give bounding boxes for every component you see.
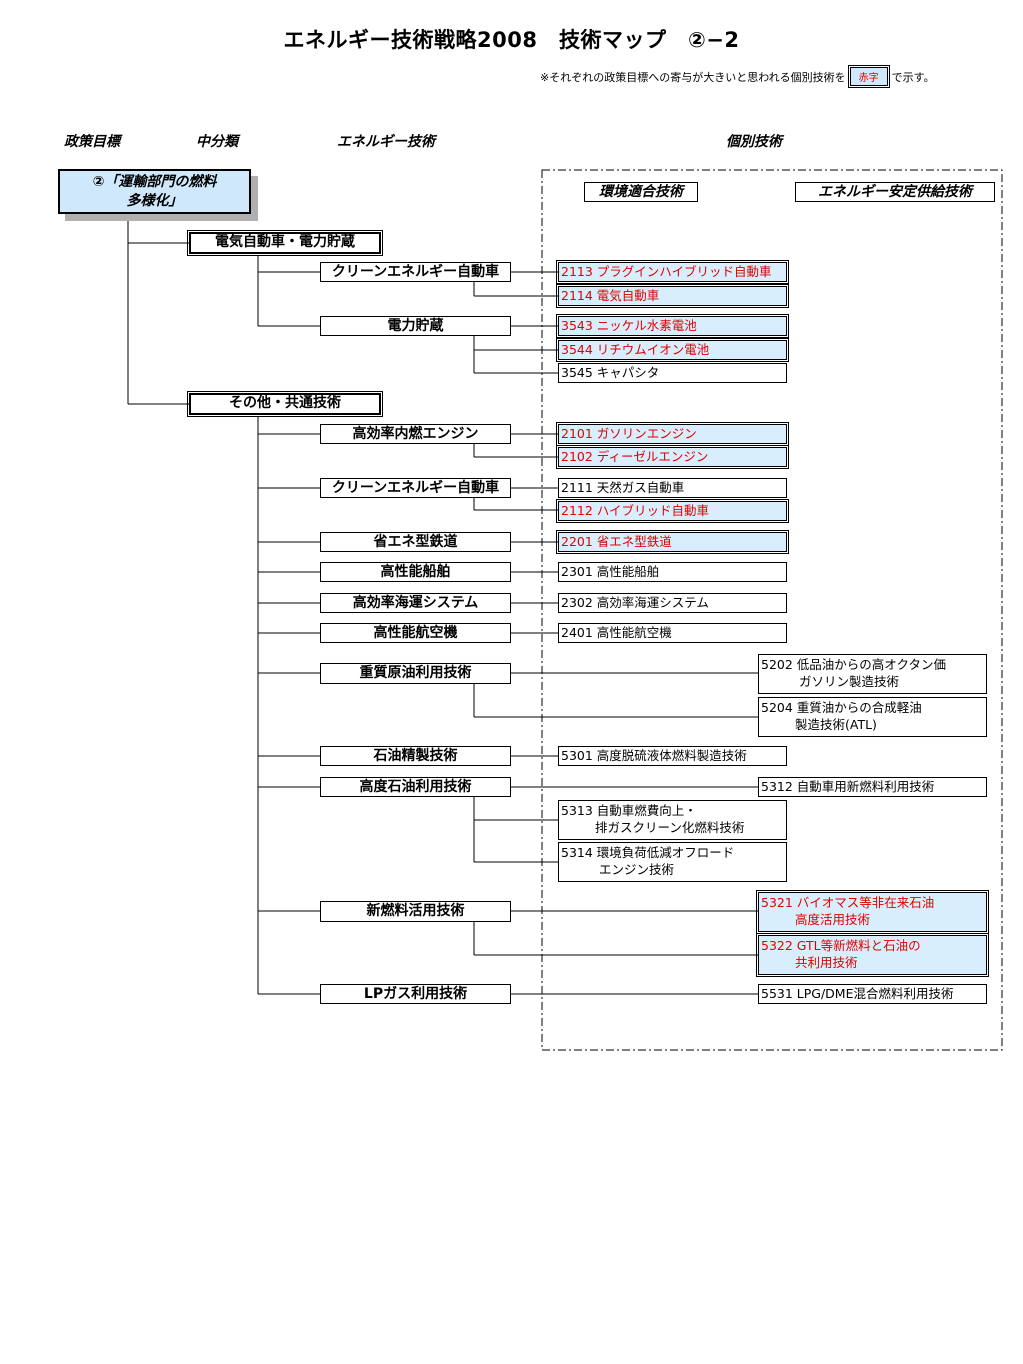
individual-5202-line2: ガソリン製造技術	[799, 674, 900, 689]
energy-tech-lpg: LPガス利用技術	[320, 984, 511, 1004]
policy-goal-line2: 多様化」	[126, 193, 183, 209]
individual-5321-line2: 高度活用技術	[795, 912, 871, 927]
individual-2302: 2302 高効率海運システム	[558, 593, 787, 613]
energy-tech-ship: 高性能船舶	[320, 562, 511, 582]
energy-tech-advanced-oil: 高度石油利用技術	[320, 777, 511, 797]
individual-2101: 2101 ガソリンエンジン	[556, 422, 789, 446]
energy-tech-ice-engine: 高効率内燃エンジン	[320, 424, 511, 444]
middle-category-other-common: その他・共通技術	[187, 391, 383, 417]
policy-goal-line1: ②「運輸部門の燃料	[92, 174, 217, 190]
column-header-middle: 中分類	[196, 134, 238, 150]
individual-5314-line1: 5314 環境負荷低減オフロード	[561, 845, 735, 860]
individual-5202: 5202 低品油からの高オクタン価 ガソリン製造技術	[758, 654, 987, 694]
individual-5322-line2: 共利用技術	[795, 955, 858, 970]
individual-3543: 3543 ニッケル水素電池	[556, 314, 789, 338]
individual-2102: 2102 ディーゼルエンジン	[556, 445, 789, 469]
middle-category-ev-storage: 電気自動車・電力貯蔵	[187, 230, 383, 256]
column-header-energy: エネルギー技術	[337, 134, 435, 150]
column-header-individual: 個別技術	[726, 134, 782, 150]
individual-2113: 2113 プラグインハイブリッド自動車	[556, 260, 789, 284]
energy-tech-new-fuel: 新燃料活用技術	[320, 901, 511, 922]
category-environment: 環境適合技術	[584, 182, 698, 202]
individual-2112: 2112 ハイブリッド自動車	[556, 499, 789, 523]
individual-5313-line2: 排ガスクリーン化燃料技術	[595, 820, 745, 835]
individual-3544: 3544 リチウムイオン電池	[556, 338, 789, 362]
legend-note-prefix: ※それぞれの政策目標への寄与が大きいと思われる個別技術を	[540, 71, 846, 84]
energy-tech-clean-vehicle-1: クリーンエネルギー自動車	[320, 262, 511, 282]
energy-tech-heavy-crude: 重質原油利用技術	[320, 663, 511, 684]
individual-5322: 5322 GTL等新燃料と石油の 共利用技術	[756, 933, 989, 977]
individual-5204: 5204 重質油からの合成軽油 製造技術(ATL)	[758, 697, 987, 737]
individual-5301: 5301 高度脱硫液体燃料製造技術	[558, 746, 787, 766]
individual-2401: 2401 高性能航空機	[558, 623, 787, 643]
legend-red-label: 赤字	[847, 65, 890, 88]
individual-5314-line2: エンジン技術	[599, 862, 675, 877]
column-header-policy: 政策目標	[64, 134, 120, 150]
individual-5313-line1: 5313 自動車燃費向上・	[561, 803, 697, 818]
legend-note-suffix: で示す。	[891, 71, 935, 84]
energy-tech-clean-vehicle-2: クリーンエネルギー自動車	[320, 478, 511, 498]
energy-tech-railway: 省エネ型鉄道	[320, 532, 511, 552]
individual-5204-line1: 5204 重質油からの合成軽油	[761, 700, 922, 715]
individual-5321: 5321 バイオマス等非在来石油 高度活用技術	[756, 890, 989, 934]
individual-5313: 5313 自動車燃費向上・ 排ガスクリーン化燃料技術	[558, 800, 787, 840]
individual-5312: 5312 自動車用新燃料利用技術	[758, 777, 987, 797]
page-title: エネルギー技術戦略2008 技術マップ ②−2	[283, 28, 740, 52]
individual-2114: 2114 電気自動車	[556, 284, 789, 308]
energy-tech-aircraft: 高性能航空機	[320, 623, 511, 643]
individual-5531: 5531 LPG/DME混合燃料利用技術	[758, 984, 987, 1004]
individual-3545: 3545 キャパシタ	[558, 363, 787, 383]
individual-5202-line1: 5202 低品油からの高オクタン価	[761, 657, 947, 672]
individual-2301: 2301 高性能船舶	[558, 562, 787, 582]
legend-note: ※それぞれの政策目標への寄与が大きいと思われる個別技術を赤字で示す。	[540, 65, 935, 88]
energy-tech-power-storage: 電力貯蔵	[320, 316, 511, 336]
policy-goal-box: ②「運輸部門の燃料 多様化」	[58, 169, 251, 214]
energy-tech-refining: 石油精製技術	[320, 746, 511, 766]
individual-5322-line1: 5322 GTL等新燃料と石油の	[761, 938, 921, 953]
individual-5321-line1: 5321 バイオマス等非在来石油	[761, 895, 935, 910]
individual-2111: 2111 天然ガス自動車	[558, 478, 787, 498]
individual-5204-line2: 製造技術(ATL)	[795, 717, 877, 732]
energy-tech-shipping-system: 高効率海運システム	[320, 593, 511, 613]
category-supply: エネルギー安定供給技術	[795, 182, 995, 202]
individual-5314: 5314 環境負荷低減オフロード エンジン技術	[558, 842, 787, 882]
individual-2201: 2201 省エネ型鉄道	[556, 530, 789, 554]
